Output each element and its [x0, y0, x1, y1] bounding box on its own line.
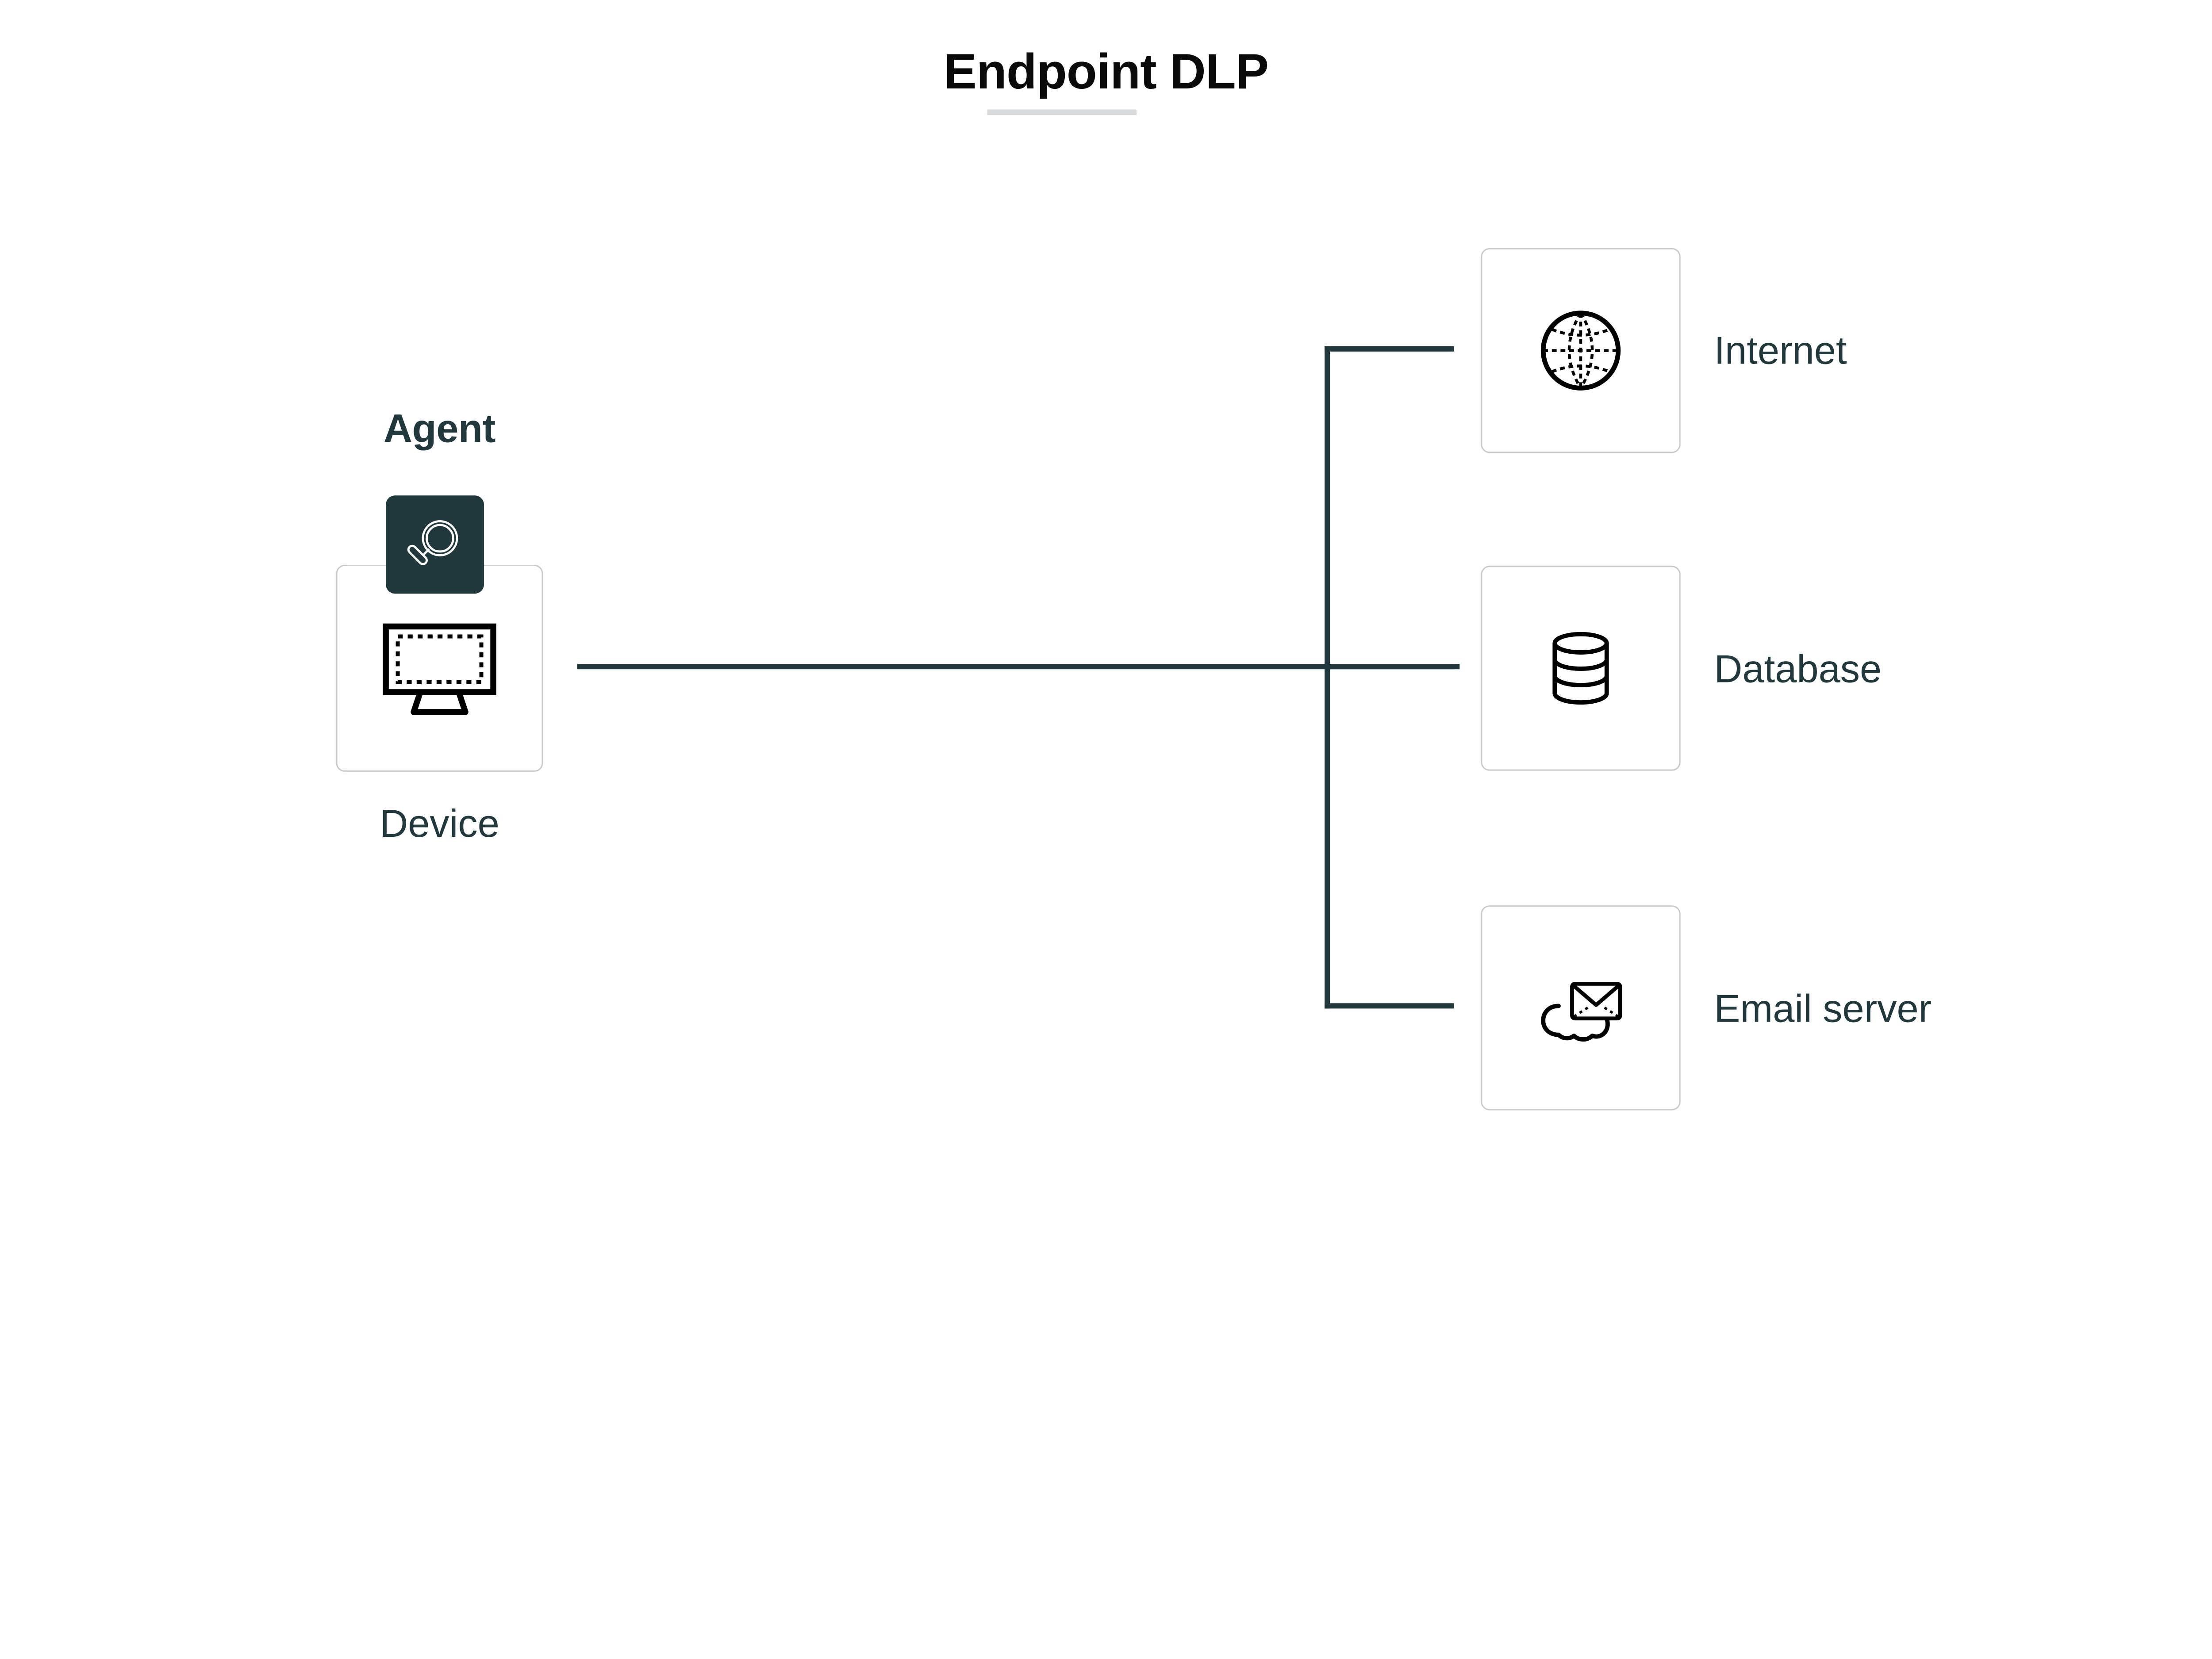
title-block: Endpoint DLP [0, 46, 2212, 96]
internet-label: Internet [1714, 329, 1847, 373]
agent-label: Agent [384, 406, 496, 451]
device-label: Device [380, 801, 499, 846]
internet-card[interactable] [1481, 248, 1681, 453]
database-card[interactable] [1481, 566, 1681, 771]
page-title: Endpoint DLP [943, 43, 1269, 100]
connector-branch-database [1325, 664, 1454, 670]
monitor-icon [380, 618, 499, 718]
magnifier-icon [407, 520, 458, 565]
connector-device-to-bus [577, 664, 1460, 670]
email-label: Email server [1714, 986, 1932, 1031]
connector-branch-email [1325, 1003, 1454, 1009]
agent-badge[interactable] [386, 495, 484, 594]
connector-vertical-trunk [1325, 346, 1330, 1009]
device-card[interactable] [336, 564, 543, 772]
diagram-canvas: Endpoint DLP Agent [0, 46, 2212, 1111]
globe-icon [1532, 303, 1628, 398]
email-card[interactable] [1481, 905, 1681, 1111]
title-underline-bar [987, 109, 1137, 115]
connector-branch-internet [1325, 346, 1454, 352]
database-cylinder-icon [1532, 620, 1628, 716]
database-label: Database [1714, 647, 1882, 691]
cloud-envelope-icon [1532, 960, 1628, 1056]
